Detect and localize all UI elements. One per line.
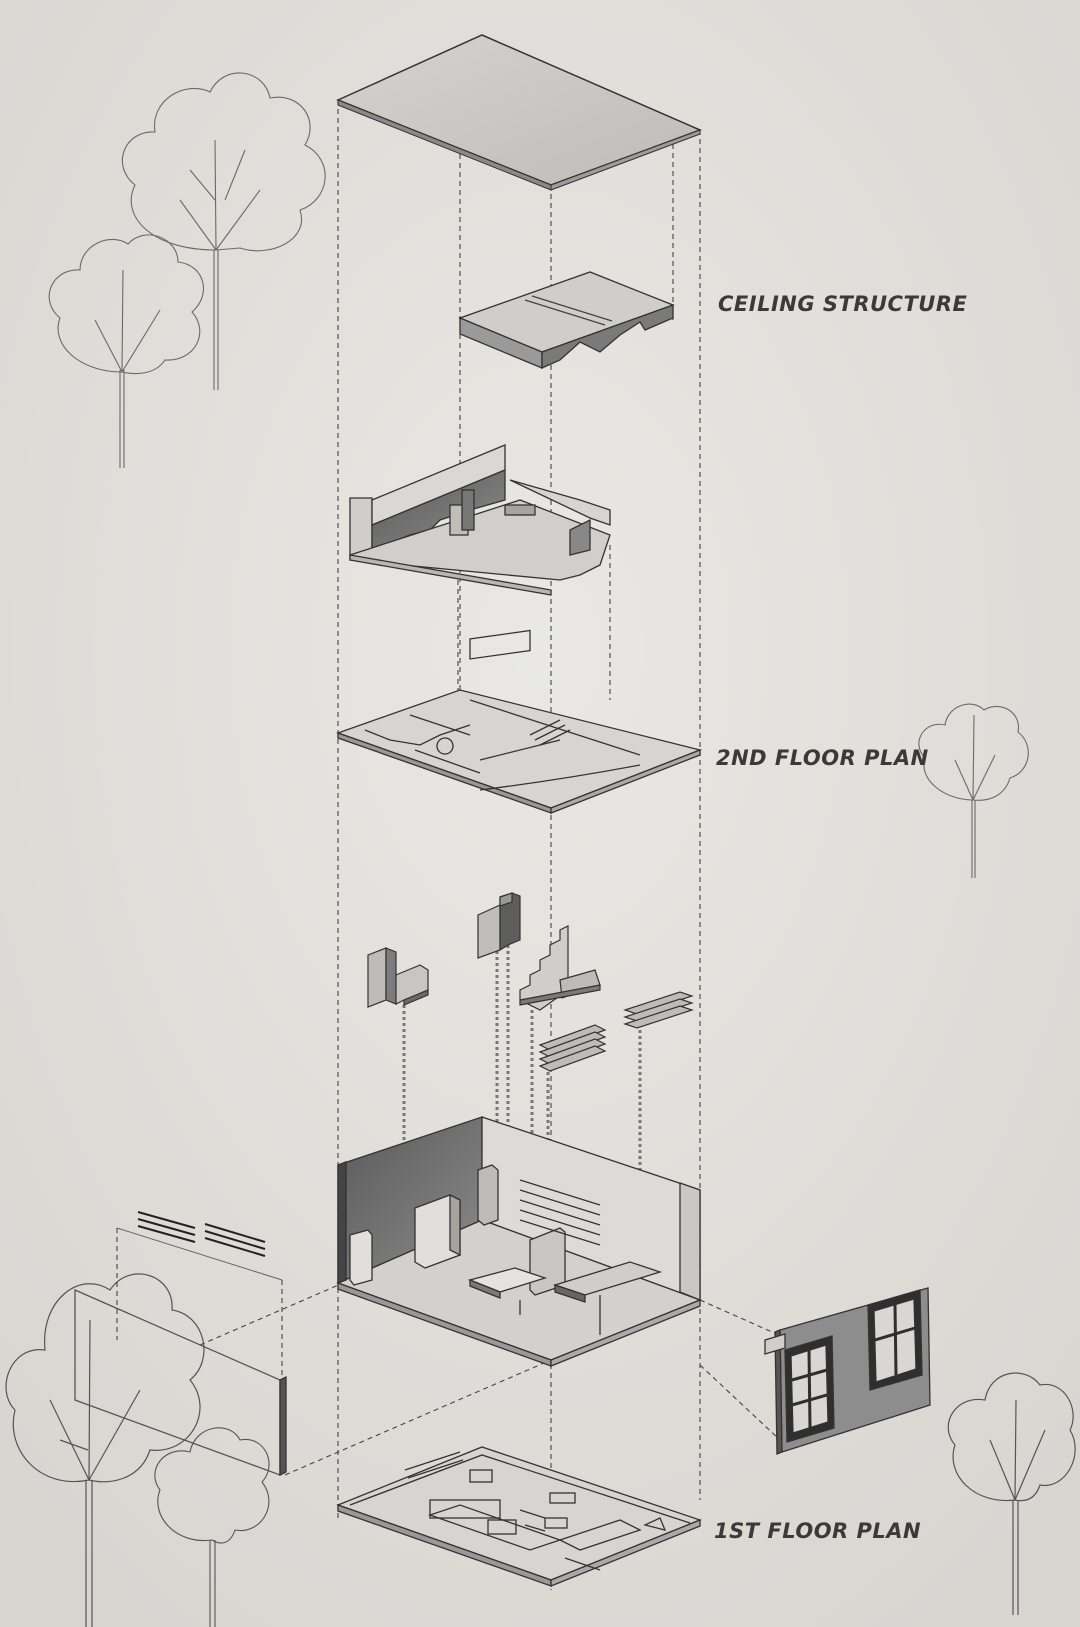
- left-wall-louvers: [137, 1211, 266, 1257]
- first-floor-volume: [336, 1116, 702, 1367]
- label-first-floor-plan: 1ST FLOOR PLAN: [714, 1519, 922, 1543]
- shelf-unit-left: [538, 1024, 607, 1072]
- tree-mid-left: [48, 234, 205, 468]
- tree-top-left-large: [121, 72, 326, 390]
- right-window-wall: [764, 1287, 931, 1455]
- tree-right-mid: [918, 703, 1029, 878]
- roof-slab: [336, 34, 703, 191]
- tree-bottom-right: [947, 1372, 1076, 1615]
- left-side-wall: [74, 1227, 287, 1477]
- ceiling-structure: [458, 271, 675, 370]
- first-floor-plan: [336, 1446, 702, 1587]
- second-floor-walls: [349, 444, 611, 596]
- shelf-unit-right: [623, 991, 694, 1029]
- tall-cabinet: [477, 892, 521, 959]
- label-ceiling-structure: CEILING STRUCTURE: [718, 292, 968, 316]
- second-floor-plan: [336, 629, 703, 814]
- tree-bottom-left-large: [5, 1273, 205, 1627]
- label-second-floor-plan: 2ND FLOOR PLAN: [716, 746, 929, 770]
- tree-bottom-left-small: [154, 1427, 270, 1627]
- stair-flight: [519, 925, 601, 1011]
- cabinet-l-shape: [367, 947, 429, 1008]
